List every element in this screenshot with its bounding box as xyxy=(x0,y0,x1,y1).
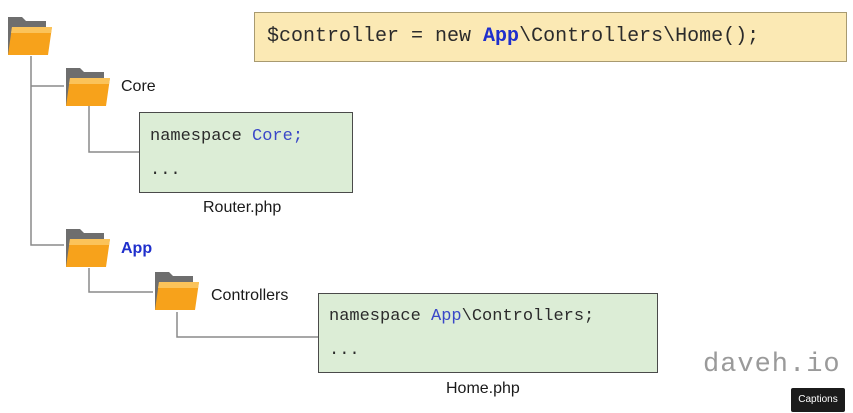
router-code-keyword: namespace xyxy=(150,127,253,146)
core-folder-label: Core xyxy=(121,78,156,95)
statement-suffix: \Controllers\Home(); xyxy=(519,25,760,48)
home-code-namespace-app: App xyxy=(431,307,462,326)
instantiation-statement: $controller = new App\Controllers\Home()… xyxy=(254,12,847,62)
home-code-keyword: namespace xyxy=(329,307,432,326)
home-code-line-2: ... xyxy=(329,341,360,360)
router-code-line-2: ... xyxy=(150,161,181,180)
home-filename: Home.php xyxy=(446,380,520,397)
core-folder-icon xyxy=(64,64,112,110)
statement-prefix: $controller = new xyxy=(267,25,484,48)
controllers-folder-label: Controllers xyxy=(211,287,289,304)
statement-keyword: App xyxy=(483,25,520,48)
captions-button[interactable]: Captions xyxy=(791,388,845,412)
router-code-namespace: Core; xyxy=(252,127,304,146)
home-code-line-1: namespace App\Controllers; xyxy=(329,307,594,326)
connector-core-router xyxy=(88,106,139,153)
home-code-box: namespace App\Controllers; ... xyxy=(318,293,658,373)
connector-controllers-home xyxy=(176,312,318,338)
app-folder-icon xyxy=(64,225,112,271)
router-code-line-1: namespace Core; xyxy=(150,127,303,146)
connector-root xyxy=(30,56,64,246)
connector-app-controllers xyxy=(88,268,153,293)
root-folder-icon xyxy=(6,13,54,59)
home-code-namespace-rest: \Controllers; xyxy=(461,307,595,326)
router-filename: Router.php xyxy=(203,199,282,216)
watermark: daveh.io xyxy=(703,350,841,380)
controllers-folder-icon xyxy=(153,268,201,314)
app-folder-label: App xyxy=(121,240,153,257)
router-code-box: namespace Core; ... xyxy=(139,112,353,193)
